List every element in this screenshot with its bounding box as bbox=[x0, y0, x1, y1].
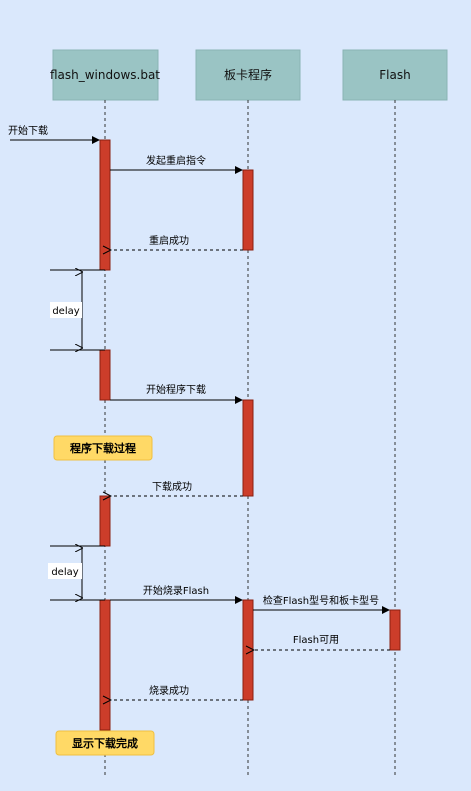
message-label: 发起重启指令 bbox=[146, 154, 206, 167]
message-label: 开始程序下载 bbox=[146, 383, 206, 396]
activation-bar bbox=[242, 169, 254, 251]
message-start-burn-flash: 开始烧录Flash bbox=[110, 584, 243, 604]
activation-bar bbox=[389, 609, 401, 651]
message-flash-available: Flash可用 bbox=[254, 635, 390, 650]
delay-interval-1: delay bbox=[50, 270, 105, 350]
message-label: 开始烧录Flash bbox=[143, 584, 209, 597]
message-check-model: 检查Flash型号和板卡型号 bbox=[253, 594, 390, 614]
message-burn-ok: 烧录成功 bbox=[111, 684, 243, 700]
note-label: 程序下载过程 bbox=[70, 441, 136, 455]
participant-board: 板卡程序 bbox=[195, 49, 301, 101]
activation-bar bbox=[99, 495, 111, 547]
note-box bbox=[55, 730, 155, 756]
participant-label: 板卡程序 bbox=[224, 67, 272, 82]
participant-box bbox=[195, 49, 301, 101]
activation-bar bbox=[242, 399, 254, 497]
note-program-download: 程序下载过程 bbox=[53, 435, 153, 461]
note-show-complete: 显示下载完成 bbox=[55, 730, 155, 756]
delay-interval-2: delay bbox=[48, 546, 105, 600]
message-start-program-download: 开始程序下载 bbox=[110, 383, 243, 404]
message-label: 检查Flash型号和板卡型号 bbox=[263, 594, 379, 607]
delay-label: delay bbox=[52, 306, 79, 317]
participant-label: flash_windows.bat bbox=[50, 68, 160, 82]
message-label: 开始下载 bbox=[8, 124, 48, 137]
participant-box bbox=[52, 49, 159, 101]
delay-label-bg bbox=[48, 563, 82, 579]
message-restart-ok: 重启成功 bbox=[111, 234, 243, 250]
participant-box bbox=[342, 49, 448, 101]
delay-label-bg bbox=[50, 302, 82, 318]
delay-label: delay bbox=[51, 567, 78, 578]
message-start-download: 开始下载 bbox=[8, 124, 100, 144]
participant-label: Flash bbox=[379, 68, 410, 82]
activation-bar bbox=[99, 349, 111, 401]
message-label: 下载成功 bbox=[152, 481, 192, 493]
message-label: 烧录成功 bbox=[149, 684, 189, 697]
message-send-restart: 发起重启指令 bbox=[110, 154, 243, 174]
activation-bar bbox=[99, 599, 111, 731]
participant-flash: Flash bbox=[342, 49, 448, 101]
participant-bat: flash_windows.bat bbox=[50, 49, 160, 101]
activation-bar bbox=[242, 599, 254, 701]
message-download-ok: 下载成功 bbox=[111, 481, 243, 496]
note-box bbox=[53, 435, 153, 461]
message-label: 重启成功 bbox=[149, 234, 189, 247]
activation-bar bbox=[99, 139, 111, 271]
note-label: 显示下载完成 bbox=[72, 736, 138, 750]
message-label: Flash可用 bbox=[293, 635, 339, 646]
